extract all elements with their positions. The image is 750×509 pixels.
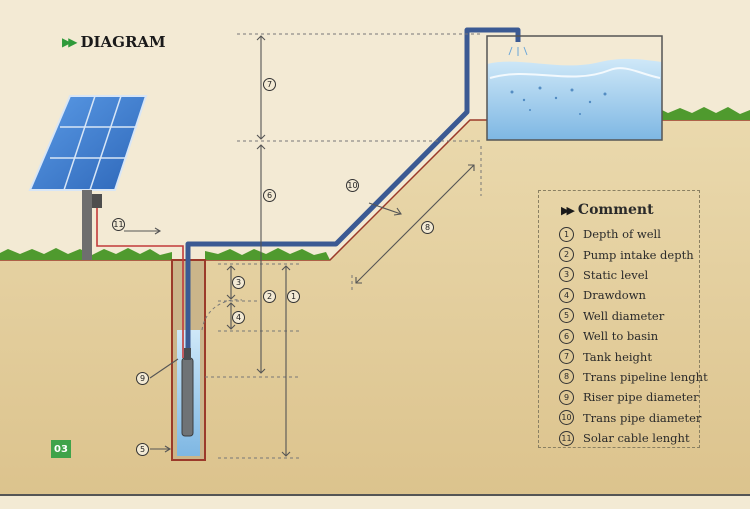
legend-item-number: 3 [559,267,574,283]
dimension-arrows [124,35,475,457]
page-number-badge: 03 [51,440,71,458]
trans-pipe [185,27,521,348]
legend-item-number: 1 [559,226,574,242]
legend-item: 1 Depth of well [559,224,708,244]
legend-item: 10 Trans pipe diameter [559,408,708,428]
submersible-pump [181,357,194,437]
marker-2: 2 [263,290,276,303]
legend-item-label: Depth of well [583,227,661,242]
legend-item: 11 Solar cable lenght [559,428,708,448]
double-chevron-right-icon: ▶▶ [62,35,78,49]
legend-item: 7 Tank height [559,346,708,366]
double-chevron-right-icon: ▶▶ [561,203,575,217]
legend-item: 6 Well to basin [559,326,708,346]
legend-item-number: 11 [559,430,574,446]
page-title: ▶▶ DIAGRAM [62,33,166,51]
marker-3: 3 [232,276,245,289]
marker-1: 1 [287,290,300,303]
legend-title: Comment [577,202,654,218]
bottom-border [0,494,750,496]
legend-item-number: 9 [559,389,574,405]
page-title-text: DIAGRAM [80,33,166,51]
marker-5: 5 [136,443,149,456]
legend-item-number: 2 [559,247,574,263]
legend-item-number: 8 [559,369,574,385]
marker-6: 6 [263,189,276,202]
legend-item: 9 Riser pipe diameter [559,387,708,407]
legend-item-label: Drawdown [583,288,646,303]
legend-item-label: Riser pipe diameter [583,390,699,405]
legend-item: 8 Trans pipeline lenght [559,367,708,387]
legend-list: 1 Depth of well 2 Pump intake depth 3 Stati… [559,224,708,448]
marker-8: 8 [421,221,434,234]
legend-item-label: Well to basin [583,329,659,344]
legend-header: ▶▶ Comment [561,202,654,218]
legend-item-label: Pump intake depth [583,247,694,262]
legend-item: 3 Static level [559,265,708,285]
legend-item-label: Solar cable lenght [583,431,690,446]
legend-item-label: Static level [583,267,649,282]
legend-item-label: Tank height [583,349,652,364]
legend-item-label: Trans pipeline lenght [583,369,708,384]
legend-item-label: Trans pipe diameter [583,410,702,425]
marker-10: 10 [346,179,359,192]
marker-7: 7 [263,78,276,91]
legend-item-label: Well diameter [583,308,665,323]
legend-item: 5 Well diameter [559,306,708,326]
comment-legend: ▶▶ Comment 1 Depth of well 2 Pump intake d… [538,190,708,448]
water-tank [486,35,663,141]
solar-panel-icon [28,95,148,260]
legend-item: 2 Pump intake depth [559,244,708,264]
marker-11: 11 [112,218,125,231]
marker-9: 9 [136,372,149,385]
legend-item: 4 Drawdown [559,285,708,305]
legend-item-number: 5 [559,308,574,324]
legend-item-number: 10 [559,410,574,426]
legend-item-number: 4 [559,287,574,303]
solar-cable [96,208,184,358]
marker-4: 4 [232,311,245,324]
legend-item-number: 7 [559,349,574,365]
legend-item-number: 6 [559,328,574,344]
pump-head [184,348,191,360]
